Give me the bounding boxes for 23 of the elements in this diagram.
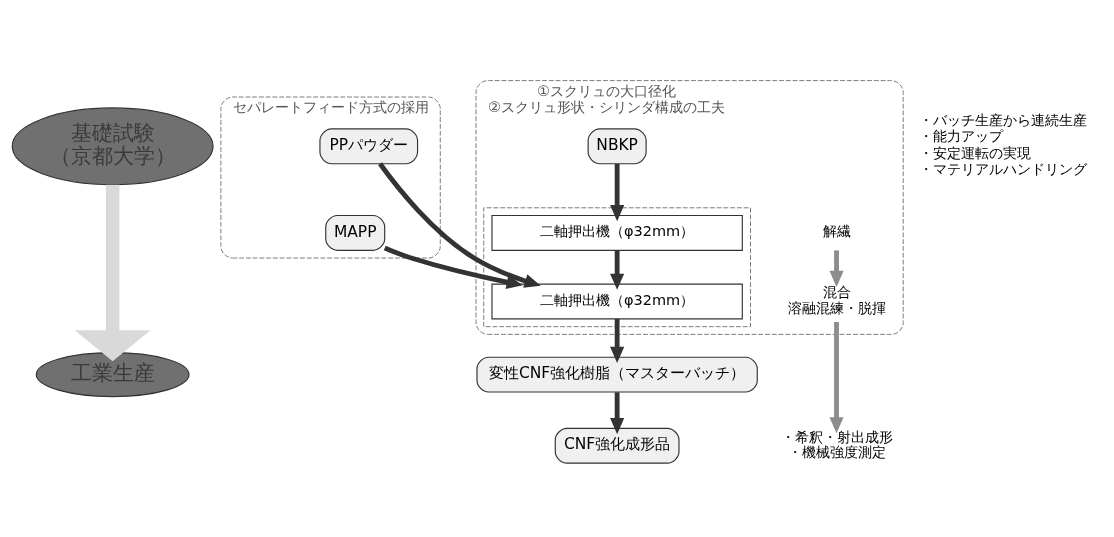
label: ・安定運転の実現 bbox=[919, 144, 1032, 161]
arrow bbox=[610, 164, 625, 222]
node-box: MAPP bbox=[325, 214, 386, 251]
arrow bbox=[610, 392, 625, 435]
node-box: 二軸押出機（φ32mm） bbox=[491, 214, 743, 251]
arrow bbox=[610, 319, 625, 363]
arrow bbox=[378, 162, 541, 288]
arrow bbox=[829, 322, 844, 434]
label: ・マテリアルハンドリング bbox=[919, 161, 1088, 178]
node-box: NBKP bbox=[587, 128, 647, 165]
label: ・能力アップ bbox=[919, 128, 1004, 145]
node-text: 解繊 bbox=[822, 223, 851, 240]
arrow bbox=[74, 184, 151, 362]
node-text: ・希釈・射出成形 ・機械強度測定 bbox=[780, 429, 893, 460]
node-box: CNF強化成形品 bbox=[554, 427, 680, 464]
arrow bbox=[383, 245, 523, 290]
arrow bbox=[829, 250, 844, 287]
node-box: 変性CNF強化樹脂（マスターバッチ） bbox=[476, 356, 758, 393]
label: ・バッチ生産から連続生産 bbox=[919, 112, 1088, 129]
node-text: 混合 溶融混練・脱揮 bbox=[787, 283, 886, 317]
node-box: 二軸押出機（φ32mm） bbox=[491, 283, 743, 320]
node-box: PPパウダー bbox=[319, 128, 419, 165]
arrow bbox=[610, 250, 625, 290]
